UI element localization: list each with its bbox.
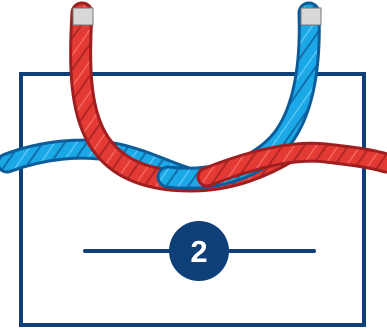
rope-strands (0, 1, 387, 193)
instruction-frame (19, 72, 366, 327)
step-number: 2 (190, 234, 207, 269)
step-badge (169, 221, 229, 281)
red-rope-right-end (199, 144, 387, 185)
red-rope-top-tip (72, 7, 94, 26)
blue-rope-top-tip (300, 7, 322, 26)
